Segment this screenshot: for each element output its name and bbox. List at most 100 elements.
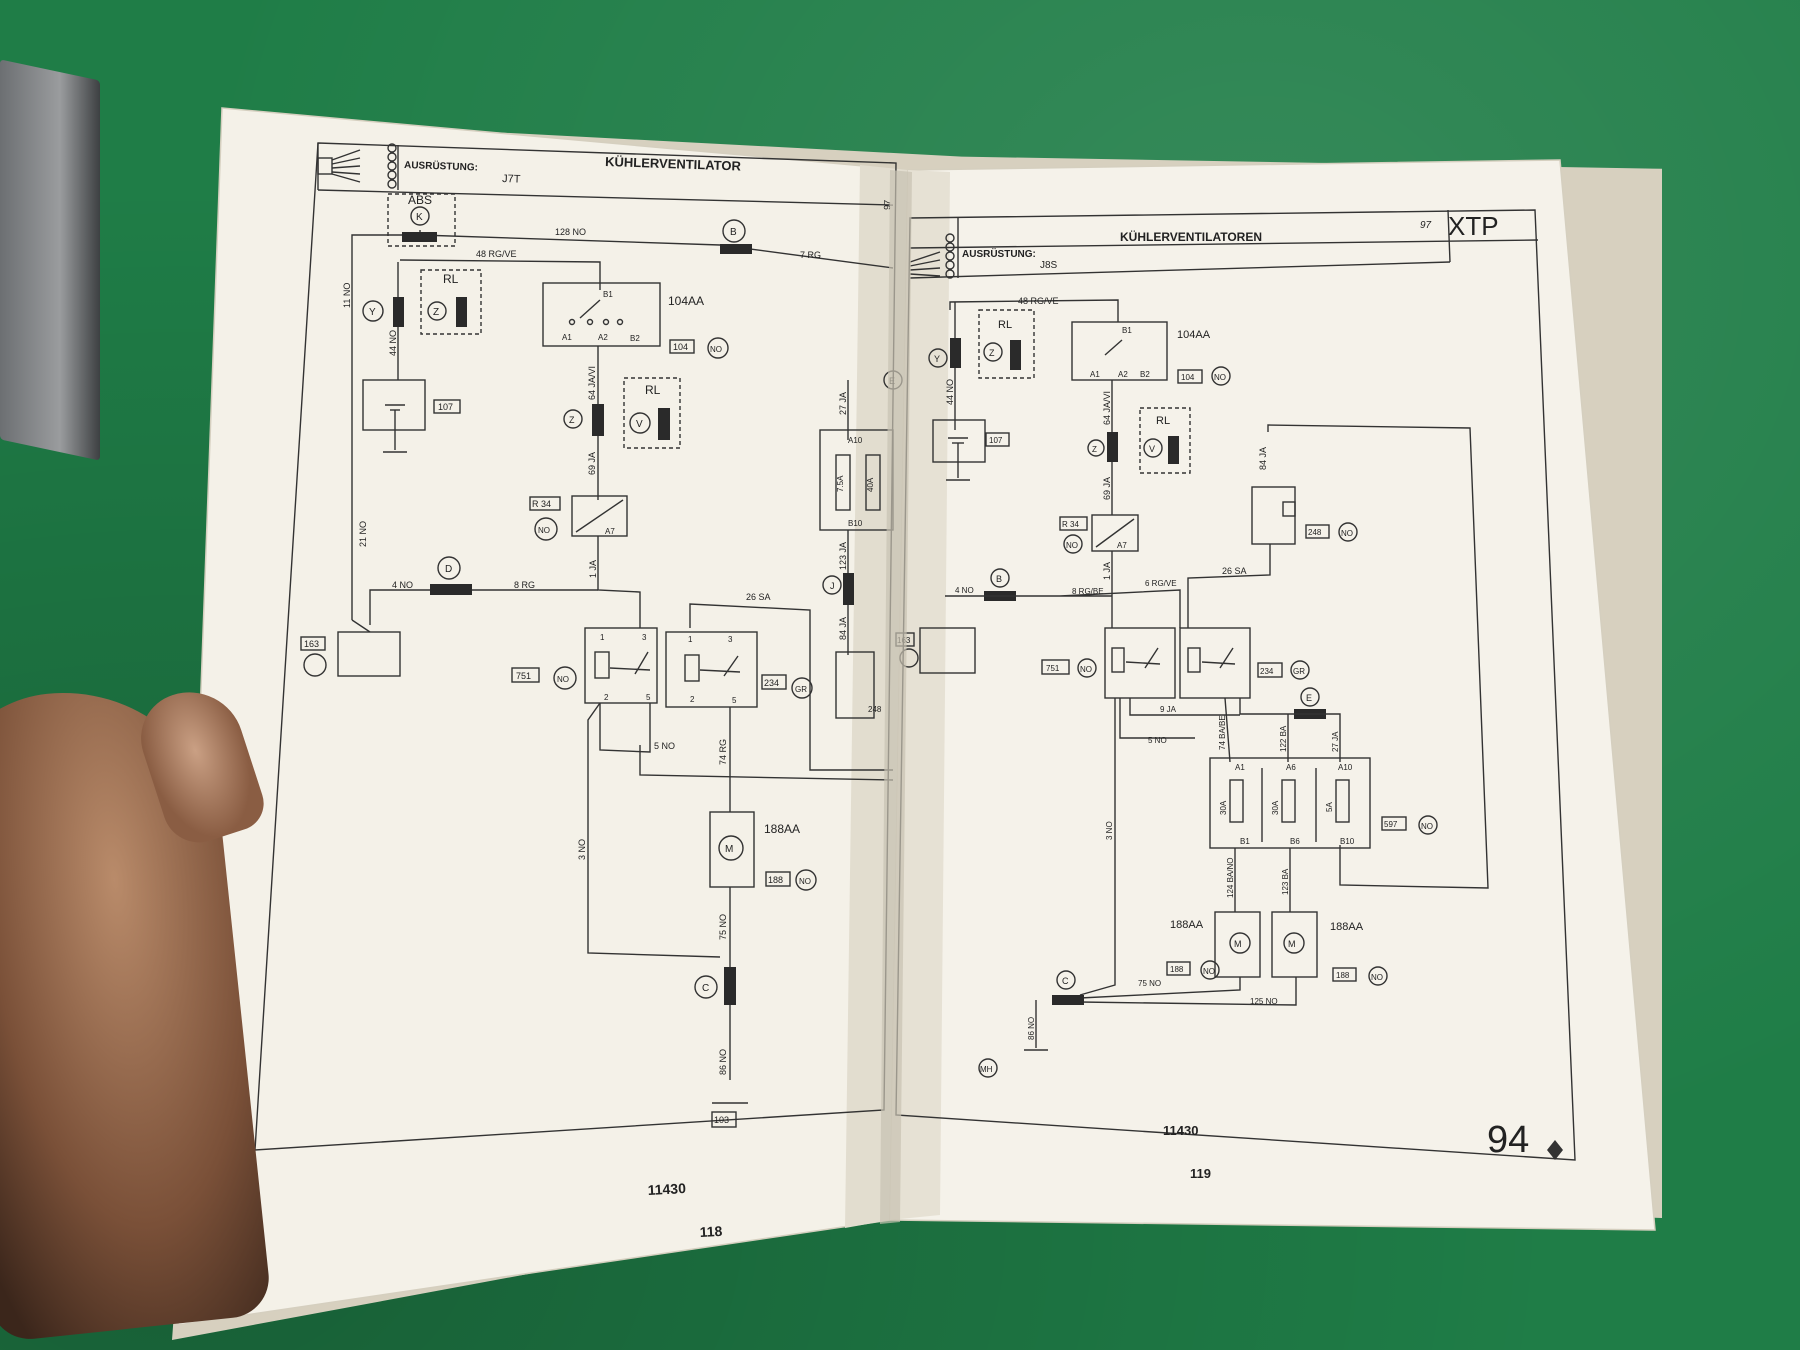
left-wire-74: 74 RG (718, 739, 728, 765)
left-a1-label: A1 (562, 333, 572, 342)
left-wire-3: 3 NO (577, 839, 587, 860)
right-gr-234: GR (1293, 667, 1305, 676)
pin-1b: 1 (688, 635, 693, 644)
left-wire-7: 7 RG (800, 250, 821, 260)
left-z-mid-label: Z (569, 415, 575, 425)
left-d-label: D (445, 564, 452, 575)
left-b-label: B (730, 227, 737, 238)
right-wire-6: 6 RG/VE (1145, 579, 1177, 588)
right-motor-m1: M (1234, 939, 1242, 949)
right-wire-86: 86 NO (1027, 1017, 1036, 1040)
right-wire-75: 75 NO (1138, 979, 1161, 988)
right-wire-3: 3 NO (1105, 821, 1114, 840)
left-ground-103: 103 (714, 1115, 729, 1125)
left-wire-21: 21 NO (358, 521, 368, 547)
right-wire-5: 5 NO (1148, 736, 1167, 745)
right-wire-48: 48 RG/VE (1018, 296, 1059, 306)
right-header-title: KÜHLERVENTILATOREN (1120, 229, 1262, 244)
right-ref-104: 104 (1181, 373, 1195, 382)
right-no-104: NO (1214, 373, 1226, 382)
left-page-number: 118 (699, 1223, 723, 1240)
left-wire-75: 75 NO (718, 914, 728, 940)
right-wire-124: 124 BA/NO (1226, 858, 1235, 898)
right-c-label: C (1062, 976, 1069, 986)
left-fuse-a10: A10 (848, 436, 863, 445)
right-diagram-number: 11430 (1163, 1123, 1198, 1138)
left-relay-104aa: 104AA (668, 294, 704, 308)
right-z-top-label: Z (989, 348, 995, 358)
right-harness-icon (909, 233, 955, 279)
right-fuse-b6: B6 (1290, 837, 1300, 846)
left-c-label: C (702, 983, 709, 994)
left-header-title: KÜHLERVENTILATOR (605, 154, 742, 174)
right-header-equipment-value: J8S (1040, 260, 1058, 271)
pin-1: 1 (600, 633, 605, 642)
right-wire-84: 84 JA (1258, 447, 1268, 470)
right-fuse-b10: B10 (1340, 837, 1355, 846)
right-wire-74: 74 BA/BE (1218, 715, 1227, 750)
harness-icon (317, 143, 397, 189)
right-ref-107: 107 (989, 436, 1003, 445)
right-motor-188aa-left: 188AA (1170, 919, 1204, 931)
right-ref-234: 234 (1260, 667, 1274, 676)
right-b2-label: B2 (1140, 370, 1150, 379)
left-wire-123: 123 JA (838, 542, 848, 570)
left-page: KÜHLERVENTILATOR AUSRÜSTUNG: J7T 97 ABS … (177, 107, 909, 1326)
left-wire-5: 5 NO (654, 741, 675, 751)
left-motor-m: M (725, 844, 733, 855)
left-no-751: NO (557, 675, 569, 684)
left-v-label: V (636, 419, 643, 430)
left-motor-188aa: 188AA (764, 822, 800, 836)
right-wire-69: 69 JA (1102, 477, 1112, 500)
left-ref-234: 234 (764, 678, 779, 688)
left-wire-86: 86 NO (718, 1049, 728, 1075)
left-corner-mark: 97 (882, 200, 892, 210)
right-wire-26: 26 SA (1222, 566, 1247, 576)
left-a2-label: A2 (598, 333, 608, 342)
left-ref-248: 248 (868, 705, 882, 714)
left-wire-8: 8 RG (514, 580, 535, 590)
left-wire-128: 128 NO (555, 227, 586, 237)
left-wire-11: 11 NO (342, 283, 352, 308)
right-no-751: NO (1080, 665, 1092, 674)
left-ref-104: 104 (673, 342, 688, 352)
right-wire-27: 27 JA (1331, 731, 1340, 752)
right-y-label: Y (934, 354, 940, 364)
right-rl-top-label: RL (998, 319, 1012, 331)
right-fuse-a1: A1 (1235, 763, 1245, 772)
right-fuse-b1: B1 (1240, 837, 1250, 846)
right-wire-8: 8 RG/BE (1072, 587, 1104, 596)
right-e-label: E (1306, 693, 1312, 703)
left-header-equipment-label: AUSRÜSTUNG: (404, 158, 478, 173)
left-y-label: Y (369, 307, 376, 318)
right-ref-751: 751 (1046, 664, 1060, 673)
right-fuse-5a: 5A (1325, 802, 1334, 812)
left-wire-84: 84 JA (838, 617, 848, 640)
right-wire-4: 4 NO (955, 586, 974, 595)
pin-2: 2 (604, 693, 609, 702)
right-mh-label: MH (980, 1065, 993, 1074)
left-ref-107: 107 (438, 402, 453, 412)
left-j-label: J (830, 581, 835, 591)
right-fuse-30a-2: 30A (1271, 800, 1280, 815)
left-k-label: K (416, 212, 423, 223)
left-wire-64: 64 JA/VI (587, 366, 597, 400)
right-rl-mid-label: RL (1156, 415, 1170, 427)
right-wire-125: 125 NO (1250, 997, 1278, 1006)
right-fuse-a10: A10 (1338, 763, 1353, 772)
right-b-label: B (996, 574, 1002, 584)
right-a7-label: A7 (1117, 541, 1127, 550)
left-relay-pins: 1 3 2 5 1 3 2 5 (600, 633, 737, 705)
right-z-mid-label: Z (1092, 445, 1097, 454)
right-motor-188aa-right: 188AA (1330, 921, 1364, 933)
left-ref-163: 163 (304, 639, 319, 649)
left-wire-1: 1 JA (588, 560, 598, 578)
right-wire-123: 123 BA (1281, 868, 1290, 895)
left-no-104: NO (710, 345, 722, 354)
pin-5b: 5 (732, 696, 737, 705)
right-a2-label: A2 (1118, 370, 1128, 379)
right-wire-122: 122 BA (1279, 725, 1288, 752)
right-wire-9: 9 JA (1160, 705, 1177, 714)
left-r34-label: R 34 (532, 499, 551, 509)
left-wire-27: 27 JA (838, 392, 848, 415)
